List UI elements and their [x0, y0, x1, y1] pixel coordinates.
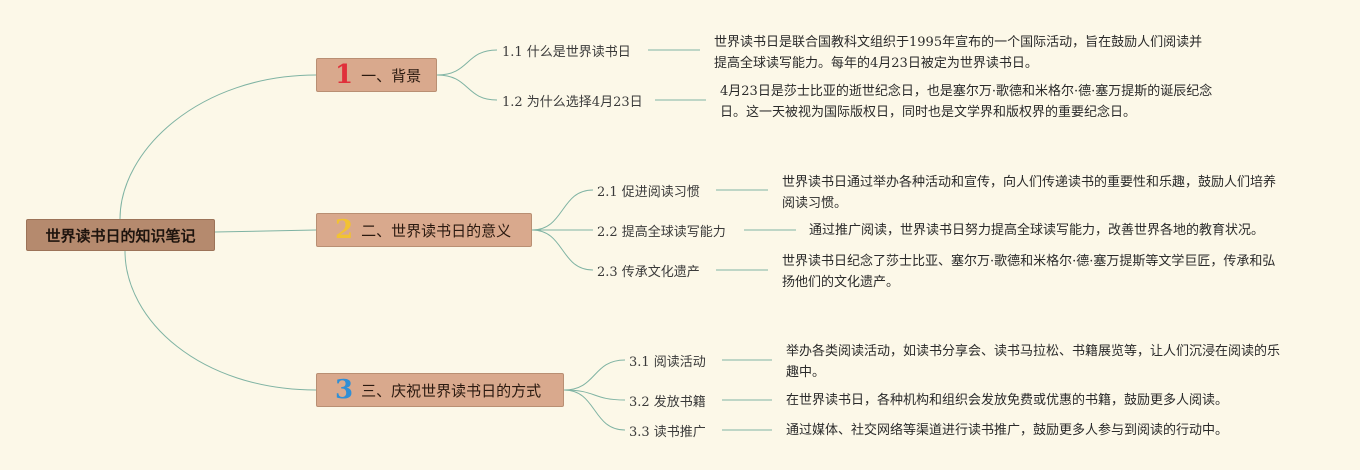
connector-root-branch-2: [214, 229, 317, 233]
topic-2-3[interactable]: 2.3 传承文化遗产: [597, 264, 700, 280]
connector-b1-c1: [436, 49, 498, 76]
branch-1[interactable]: 1 一、背景: [316, 58, 437, 92]
branch-3-label: 三、庆祝世界读书日的方式: [361, 381, 542, 400]
connector-b3-c1: [563, 359, 626, 391]
desc-3-1: 举办各类阅读活动，如读书分享会、读书马拉松、书籍展览等，让人们沉浸在阅读的乐趣中…: [786, 344, 1281, 380]
topic-2-2[interactable]: 2.2 提高全球读写能力: [597, 224, 726, 240]
desc-1-2: 4月23日是莎士比亚的逝世纪念日，也是塞尔万·歌德和米格尔·德·塞万提斯的诞辰纪…: [720, 84, 1213, 120]
topic-1-1[interactable]: 1.1 什么是世界读书日: [502, 44, 631, 60]
connector-b2-c3: [531, 229, 594, 271]
desc-1-1: 世界读书日是联合国教科文组织于1995年宣布的一个国际活动，旨在鼓励人们阅读并提…: [714, 35, 1203, 71]
branch-2[interactable]: 2 二、世界读书日的意义: [316, 213, 532, 247]
connector-b2-c1: [531, 189, 594, 231]
branch-2-label: 二、世界读书日的意义: [361, 221, 512, 240]
connector-root-branch-1: [119, 74, 317, 220]
number-2-icon: 2: [335, 215, 354, 245]
branch-1-label: 一、背景: [361, 66, 422, 85]
desc-2-3: 世界读书日纪念了莎士比亚、塞尔万·歌德和米格尔·德·塞万提斯等文学巨匠，传承和弘…: [782, 254, 1276, 290]
branch-3[interactable]: 3 三、庆祝世界读书日的方式: [316, 373, 564, 407]
number-1-icon: 1: [335, 60, 354, 90]
connector-b1-c2: [436, 74, 498, 101]
desc-2-2: 通过推广阅读，世界读书日努力提高全球读写能力，改善世界各地的教育状况。: [809, 223, 1265, 238]
connector-b3-c2: [563, 389, 626, 401]
desc-2-1: 世界读书日通过举办各种活动和宣传，向人们传递读书的重要性和乐趣，鼓励人们培养阅读…: [782, 175, 1277, 211]
topic-2-1[interactable]: 2.1 促进阅读习惯: [597, 184, 700, 200]
desc-3-2: 在世界读书日，各种机构和组织会发放免费或优惠的书籍，鼓励更多人阅读。: [786, 393, 1229, 408]
root-topic[interactable]: 世界读书日的知识笔记: [26, 219, 215, 251]
desc-3-3: 通过媒体、社交网络等渠道进行读书推广，鼓励更多人参与到阅读的行动中。: [786, 423, 1229, 438]
topic-3-1[interactable]: 3.1 阅读活动: [629, 354, 706, 370]
connector-b3-c3: [563, 389, 626, 431]
connector-root-branch-3: [124, 250, 317, 391]
topic-3-3[interactable]: 3.3 读书推广: [629, 424, 706, 440]
topic-1-2[interactable]: 1.2 为什么选择4月23日: [502, 94, 643, 110]
number-3-icon: 3: [335, 375, 354, 405]
topic-3-2[interactable]: 3.2 发放书籍: [629, 394, 706, 410]
